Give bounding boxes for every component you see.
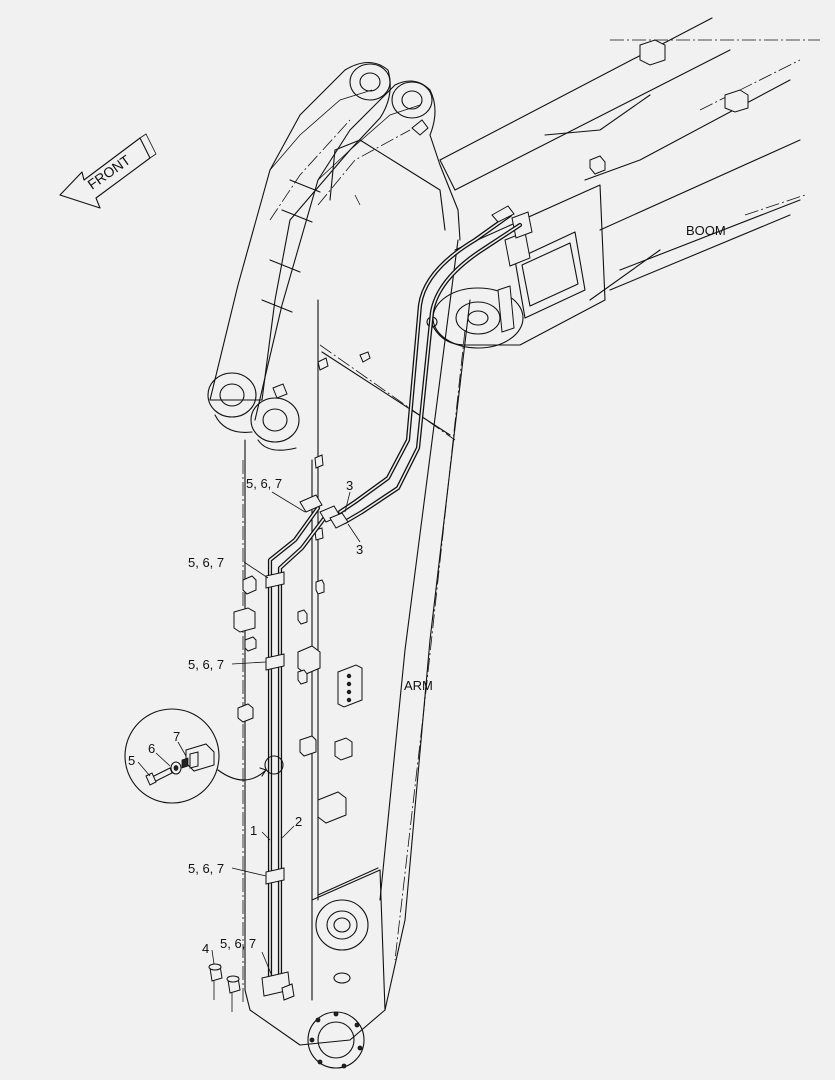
- leader-lines: [137, 491, 361, 977]
- callout-hose-2: 2: [295, 814, 302, 829]
- plug-parts: [208, 963, 241, 1012]
- front-arrow: FRONT: [59, 133, 157, 209]
- boom: BOOM: [426, 17, 820, 349]
- callout-clamp-set-top: 5, 6, 7: [246, 476, 282, 491]
- callouts: 5, 6, 7 5, 6, 7 5, 6, 7 5, 6, 7 5, 6, 7 …: [128, 476, 363, 956]
- arm-body: ARM: [233, 239, 471, 1069]
- detail-view: [124, 708, 267, 804]
- hoses: [261, 205, 523, 1001]
- callout-fitting-3-upper: 3: [346, 478, 353, 493]
- callout-washer-6: 6: [148, 741, 155, 756]
- arm-top-bracket: [207, 61, 461, 451]
- callout-bolt-5: 5: [128, 753, 135, 768]
- callout-clamp-set-bottom: 5, 6, 7: [220, 936, 256, 951]
- callout-clamp-set-3: 5, 6, 7: [188, 861, 224, 876]
- callout-clamp-set-1: 5, 6, 7: [188, 555, 224, 570]
- callout-fitting-3-lower: 3: [356, 542, 363, 557]
- front-label: FRONT: [85, 151, 134, 192]
- arm-label: ARM: [404, 678, 433, 693]
- callout-clamp-7: 7: [173, 729, 180, 744]
- callout-clamp-set-2: 5, 6, 7: [188, 657, 224, 672]
- boom-label: BOOM: [686, 223, 726, 238]
- callout-hose-1: 1: [250, 823, 257, 838]
- callout-plug-4: 4: [202, 941, 209, 956]
